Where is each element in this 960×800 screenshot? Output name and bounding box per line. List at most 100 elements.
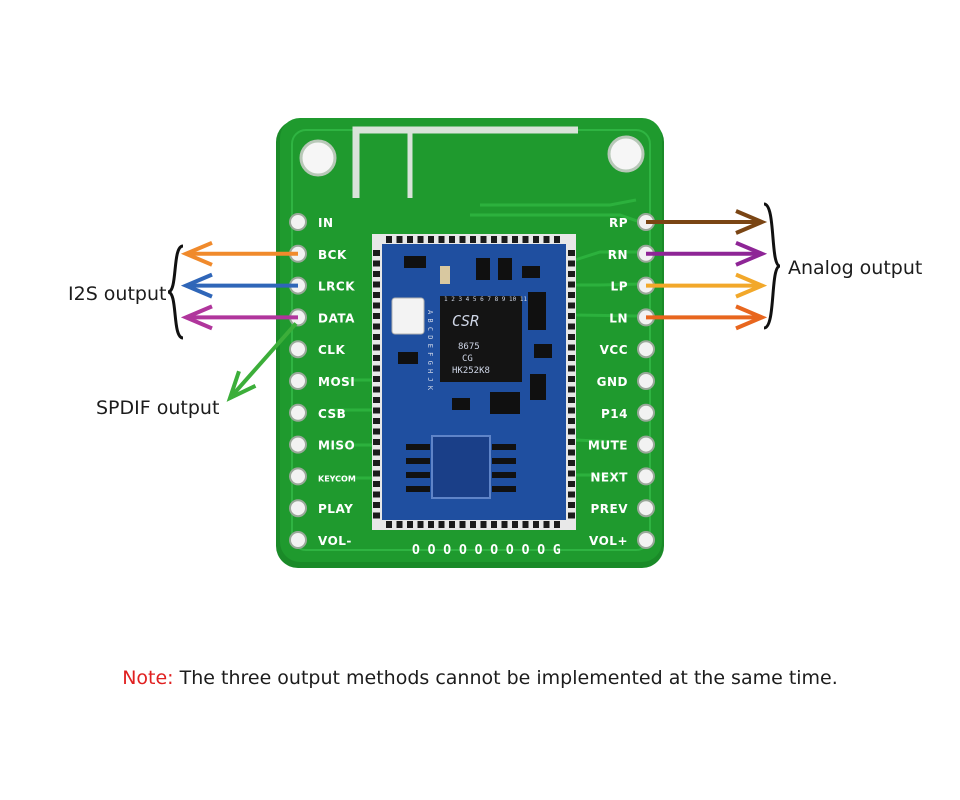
module-pad bbox=[438, 236, 445, 243]
module-pad bbox=[491, 521, 497, 528]
left-pin-label: CSB bbox=[318, 407, 346, 421]
module-pad bbox=[373, 481, 380, 487]
lrck-arrow-head bbox=[180, 272, 213, 299]
module-pad bbox=[373, 502, 380, 508]
module-pad bbox=[449, 521, 455, 528]
left-pin-hole bbox=[289, 499, 307, 518]
module-pad bbox=[373, 491, 380, 498]
note-text: The three output methods cannot be imple… bbox=[173, 667, 838, 689]
rn-arrow-head bbox=[735, 240, 768, 267]
module-pad bbox=[373, 376, 380, 382]
right-pin-label: PREV bbox=[590, 502, 628, 516]
i2s-output-label: I2S output bbox=[68, 283, 166, 305]
csr-chip bbox=[440, 296, 522, 382]
right-pin-hole bbox=[637, 499, 655, 518]
module-pad bbox=[568, 302, 575, 309]
right-pin-label: RP bbox=[609, 216, 628, 230]
module-pad bbox=[373, 313, 380, 319]
module-pad bbox=[568, 407, 575, 414]
module-pad bbox=[533, 521, 539, 528]
module-pad bbox=[470, 236, 476, 243]
flash-ic bbox=[431, 435, 491, 499]
chip-line-2: CG bbox=[462, 354, 473, 364]
flash-ic-pins bbox=[406, 444, 516, 492]
bck-arrow-head bbox=[180, 240, 213, 267]
module-pad bbox=[501, 236, 508, 243]
left-pin-label: CLK bbox=[318, 343, 345, 357]
module-pad bbox=[417, 521, 424, 528]
rp-arrow-head bbox=[735, 209, 768, 235]
module-pad bbox=[554, 236, 560, 243]
module-pad bbox=[568, 386, 575, 393]
lp-arrow-head bbox=[735, 272, 768, 299]
module-pad bbox=[480, 521, 487, 528]
module-pad bbox=[568, 376, 575, 382]
module-pad bbox=[373, 334, 380, 340]
module-pad bbox=[373, 281, 380, 288]
chip-line-3: HK252K8 bbox=[452, 366, 490, 376]
module-pad bbox=[568, 470, 575, 477]
module-pad bbox=[373, 449, 380, 456]
note: Note: The three output methods cannot be… bbox=[0, 667, 960, 689]
right-pin-hole bbox=[637, 467, 655, 486]
module-pad bbox=[554, 521, 560, 528]
module-pad bbox=[568, 313, 575, 319]
module-pad bbox=[373, 418, 380, 424]
module-pad bbox=[386, 236, 392, 243]
module-pad bbox=[568, 428, 575, 435]
module-pad bbox=[373, 439, 380, 445]
module-pad bbox=[428, 521, 434, 528]
left-pin-label: VOL- bbox=[318, 534, 352, 548]
spdif-arrow-shaft bbox=[228, 322, 298, 400]
module-pad bbox=[373, 260, 380, 267]
module-pad bbox=[522, 236, 529, 243]
module-pad bbox=[386, 521, 392, 528]
module-pad bbox=[373, 365, 380, 372]
right-pin-label: NEXT bbox=[590, 470, 628, 484]
module-pad bbox=[396, 236, 403, 243]
signal-arrows bbox=[180, 209, 768, 402]
left-pin-label: LRCK bbox=[318, 280, 355, 294]
right-pin-label: VCC bbox=[600, 343, 628, 357]
left-pin-hole bbox=[289, 435, 307, 454]
left-pin-label: BCK bbox=[318, 248, 347, 262]
module-pad bbox=[373, 407, 380, 414]
chip-pin-numbers: 1 2 3 4 5 6 7 8 9 10 11 12 bbox=[444, 296, 538, 303]
module-pad bbox=[373, 250, 380, 256]
module-pad bbox=[543, 236, 550, 243]
data-arrow-head bbox=[180, 304, 213, 331]
module-pad bbox=[373, 323, 380, 330]
module-pad bbox=[428, 236, 434, 243]
module-pad bbox=[568, 281, 575, 288]
module-pad bbox=[373, 512, 380, 519]
module-pad bbox=[568, 344, 575, 351]
left-pin-label: IN bbox=[318, 216, 334, 230]
mounting-hole-right bbox=[607, 135, 645, 173]
left-pin-label: MISO bbox=[318, 439, 355, 453]
left-pin-hole bbox=[289, 340, 307, 359]
module-pad bbox=[568, 323, 575, 330]
bottom-pin-row: O O O O O O O O O G bbox=[412, 543, 561, 558]
right-pin-label: MUTE bbox=[588, 439, 628, 453]
antenna-trace bbox=[352, 126, 578, 198]
module-pad bbox=[543, 521, 550, 528]
left-pin-hole bbox=[289, 213, 307, 231]
right-pin-label: P14 bbox=[601, 407, 628, 421]
i2s-brace bbox=[167, 244, 184, 340]
spdif-output-label: SPDIF output bbox=[96, 397, 219, 419]
module-pad bbox=[568, 260, 575, 267]
analog-output-label: Analog output bbox=[788, 257, 922, 279]
left-pin-hole bbox=[289, 372, 307, 390]
module-pad bbox=[568, 439, 575, 445]
right-pin-hole bbox=[637, 531, 655, 549]
module-pad bbox=[568, 481, 575, 487]
note-prefix: Note: bbox=[122, 667, 174, 689]
module-pad bbox=[512, 236, 518, 243]
module-pad bbox=[568, 512, 575, 519]
module-pad bbox=[373, 302, 380, 309]
left-pin-label: KEYCOM bbox=[318, 474, 356, 483]
module-pad bbox=[512, 521, 518, 528]
module-pads bbox=[373, 236, 575, 528]
module-pad bbox=[522, 521, 529, 528]
